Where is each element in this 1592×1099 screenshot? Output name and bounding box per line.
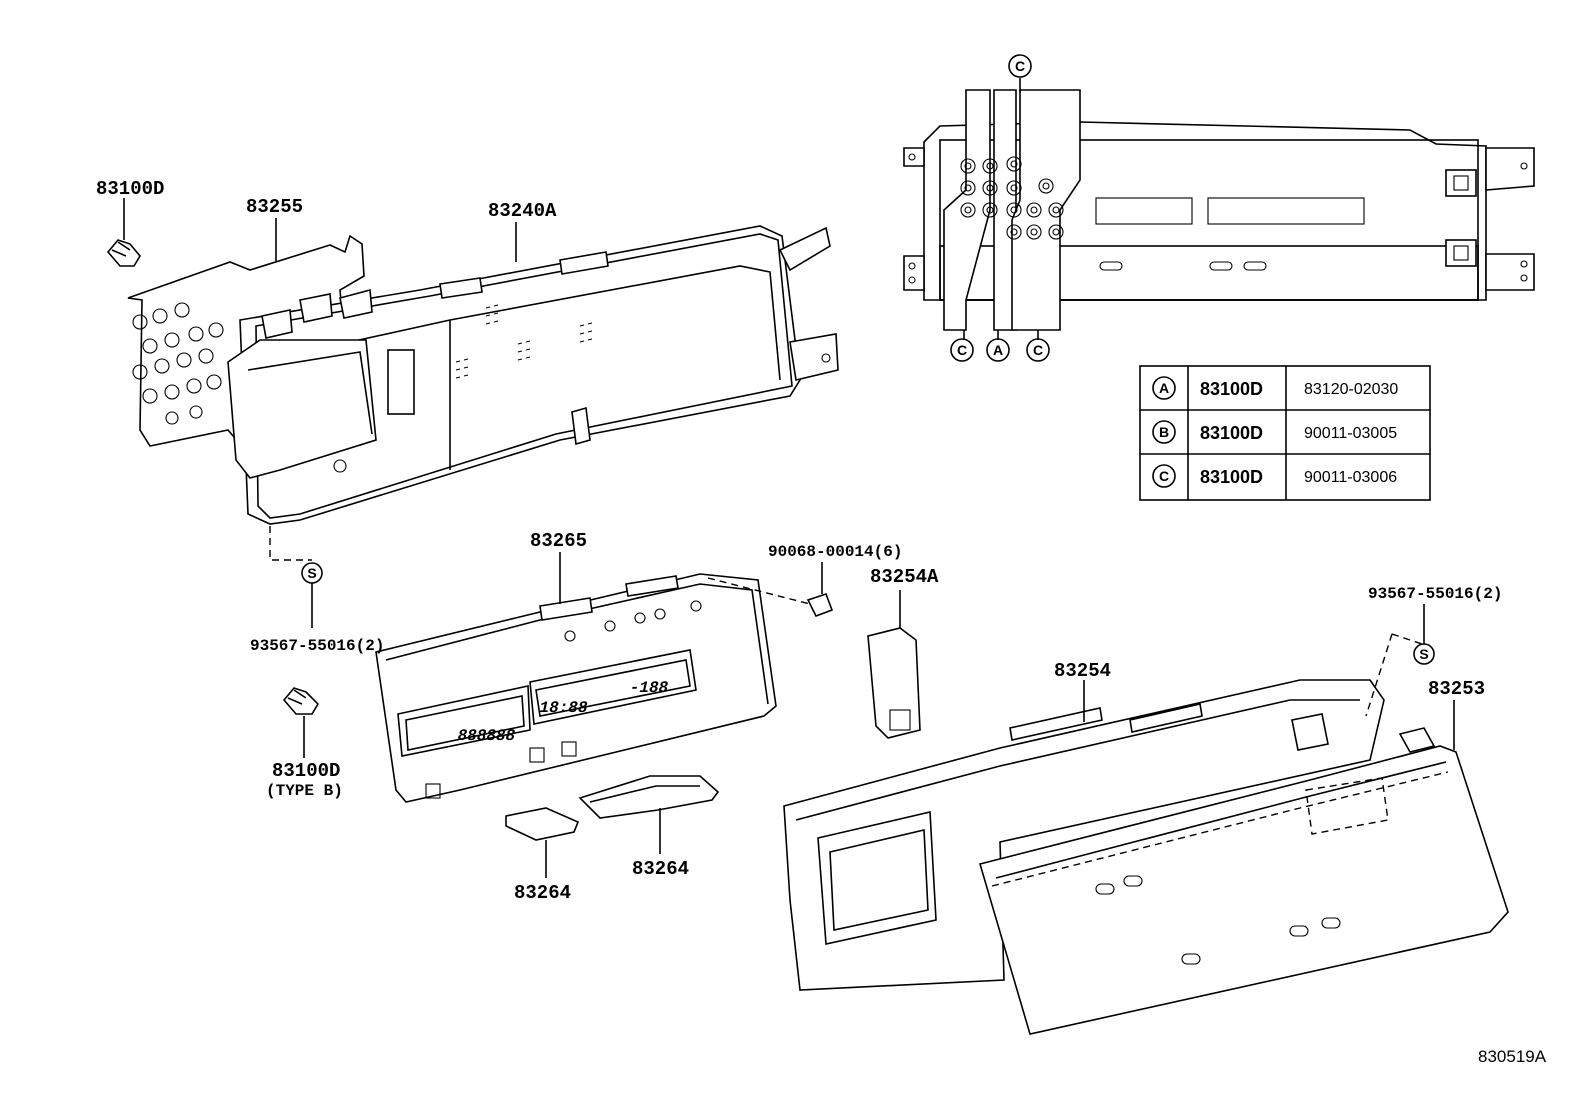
lamp-unit-right <box>578 775 720 854</box>
bulb-socket-top <box>106 198 141 267</box>
label-93567-right: 93567-55016(2) <box>1368 585 1502 603</box>
label-83265: 83265 <box>530 530 587 552</box>
label-90068: 90068-00014(6) <box>768 543 902 561</box>
callout-c-top: C <box>1008 54 1032 78</box>
svg-text:A: A <box>993 342 1003 358</box>
callout-s-right: S <box>1413 604 1435 665</box>
svg-text:C: C <box>1015 58 1025 74</box>
svg-text:S: S <box>307 565 316 581</box>
svg-text:83100D: 83100D <box>1200 423 1263 443</box>
svg-text:B: B <box>1159 424 1169 440</box>
label-83100d-top: 83100D <box>96 178 164 200</box>
label-83100d-type-b: 83100D <box>272 760 340 782</box>
label-83255: 83255 <box>246 196 303 218</box>
combination-meter-glass <box>978 700 1509 1035</box>
label-83264-left: 83264 <box>514 882 571 904</box>
meter-case <box>227 222 839 525</box>
callout-c-bottom-left: C <box>950 338 974 362</box>
label-83264-right: 83264 <box>632 858 689 880</box>
label-83254: 83254 <box>1054 660 1111 682</box>
table-row: A 83100D 83120-02030 <box>1152 376 1398 400</box>
table-row: B 83100D 90011-03005 <box>1152 420 1397 444</box>
table-row: C 83100D 90011-03006 <box>1152 464 1397 488</box>
callout-a-bottom: A <box>986 338 1010 362</box>
svg-text:18:88: 18:88 <box>538 699 590 717</box>
svg-text:-188: -188 <box>628 679 670 697</box>
bulb-reference-table: A 83100D 83120-02030 B 83100D 90011-0300… <box>1139 365 1431 501</box>
lamp-unit-left <box>505 807 580 878</box>
callout-s-left: S <box>301 562 323 628</box>
label-83240a: 83240A <box>488 200 557 222</box>
bracket-83254A <box>867 590 921 739</box>
svg-text:83120-02030: 83120-02030 <box>1304 381 1398 398</box>
display-board: 888888 18:88 -188 <box>375 552 777 803</box>
svg-text:C: C <box>957 342 967 358</box>
svg-text:C: C <box>1159 468 1169 484</box>
callout-c-bottom-right: C <box>1026 338 1050 362</box>
svg-text:90011-03006: 90011-03006 <box>1304 469 1397 486</box>
svg-text:83100D: 83100D <box>1200 467 1263 487</box>
svg-text:S: S <box>1419 646 1428 662</box>
label-type-b: (TYPE B) <box>266 782 343 800</box>
label-83253: 83253 <box>1428 678 1485 700</box>
svg-text:A: A <box>1159 380 1169 396</box>
bulb-socket-type-b <box>282 687 320 758</box>
svg-text:C: C <box>1033 342 1043 358</box>
label-83254a: 83254A <box>870 566 939 588</box>
svg-text:888888: 888888 <box>456 727 517 745</box>
meter-rear-view <box>903 78 1535 340</box>
diagram-reference-code: 830519A <box>1478 1047 1547 1066</box>
svg-text:90011-03005: 90011-03005 <box>1304 425 1397 442</box>
meter-panel <box>783 679 1385 991</box>
screw-90068 <box>707 562 834 618</box>
label-93567-left: 93567-55016(2) <box>250 637 384 655</box>
svg-text:83100D: 83100D <box>1200 379 1263 399</box>
